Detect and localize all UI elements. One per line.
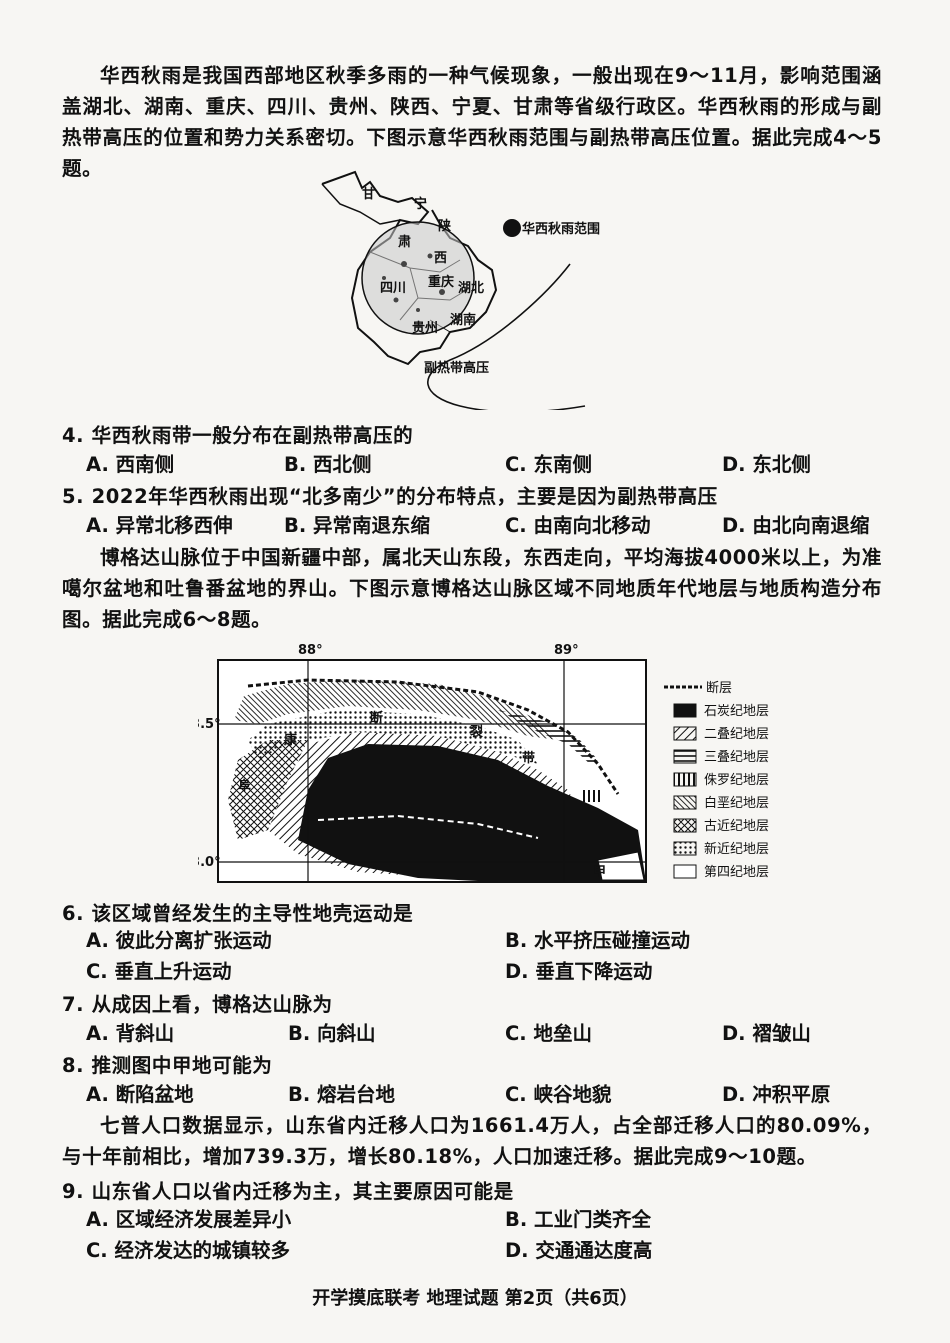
q7-option-d: D. 褶皱山 (722, 1022, 811, 1045)
legend-paleogene: 古近纪地层 (704, 819, 769, 834)
rain-range-circle (361, 221, 475, 335)
geology-legend: 断层 石炭纪地层 二叠纪地层 三叠纪地层 侏罗纪地层 白垩纪地层 古近纪地层 新… (664, 681, 769, 880)
q5-option-d: D. 由北向南退缩 (722, 514, 870, 537)
q5-option-c: C. 由南向北移动 (505, 514, 651, 537)
q4-option-b: B. 西北侧 (284, 453, 372, 476)
subtropical-high-line (427, 263, 586, 410)
lon-89-label: 89° (554, 643, 579, 658)
rain-range-legend-label: 华西秋雨范围 (522, 221, 600, 237)
quaternary-patch (597, 851, 645, 881)
q5-option-a: A. 异常北移西伸 (86, 514, 233, 537)
q9-option-b: B. 工业门类齐全 (505, 1208, 652, 1231)
neogene-band (228, 740, 308, 840)
region-outline (321, 170, 498, 366)
q5-option-b: B. 异常南退东缩 (284, 514, 431, 537)
label-shaan: 陕 (438, 218, 452, 234)
label-chongqing: 重庆 (428, 274, 454, 290)
legend-carboniferous: 石炭纪地层 (704, 704, 769, 719)
q8-option-c: C. 峡谷地貌 (505, 1083, 612, 1106)
label-su: 肃 (398, 234, 411, 250)
q9-option-a: A. 区域经济发展差异小 (86, 1208, 292, 1231)
rain-range-legend-swatch (503, 219, 521, 237)
lat-43-0-label: 43.0° (198, 855, 221, 870)
passage-bogda-mountains: 博格达山脉位于中国新疆中部，属北天山东段，东西走向，平均海拔4000米以上，为准… (62, 546, 882, 631)
q7-option-a: A. 背斜山 (86, 1022, 175, 1045)
lat-43-5-label: 43.5° (198, 717, 221, 732)
fault-mark-dai: 带 (522, 750, 535, 766)
q7-option-c: C. 地垒山 (505, 1022, 593, 1045)
legend-fault: 断层 (706, 681, 732, 696)
q8-option-d: D. 冲积平原 (722, 1083, 831, 1106)
jia-label: 甲 (593, 865, 606, 880)
side-mark-kang: 康 (284, 732, 298, 748)
huaxi-rain-map: 甘 宁 陕 肃 西 四川 重庆 湖北 贵州 湖南 副热带高压 华西秋雨范围 (321, 170, 600, 410)
label-gan: 甘 (362, 186, 375, 202)
label-hunan: 湖南 (450, 312, 476, 328)
label-sichuan: 四川 (380, 281, 406, 296)
question-6-stem: 6. 该区域曾经发生的主导性地壳运动是 (62, 902, 414, 925)
carboniferous-core (298, 744, 646, 882)
q6-option-c: C. 垂直上升运动 (86, 960, 232, 983)
q9-option-d: D. 交通通达度高 (505, 1239, 653, 1262)
label-xi: 西 (434, 251, 447, 266)
lon-88-label: 88° (298, 643, 323, 658)
question-7-stem: 7. 从成因上看，博格达山脉为 (62, 993, 333, 1016)
legend-triassic: 三叠纪地层 (704, 750, 769, 765)
question-5-stem: 5. 2022年华西秋雨出现“北多南少”的分布特点，主要是因为副热带高压 (62, 485, 718, 508)
legend-permian: 二叠纪地层 (704, 727, 769, 742)
label-guizhou: 贵州 (412, 320, 438, 336)
fault-mark-duan: 断 (370, 710, 383, 726)
q8-option-b: B. 熔岩台地 (288, 1083, 396, 1106)
question-9-stem: 9. 山东省人口以省内迁移为主，其主要原因可能是 (62, 1180, 514, 1203)
cretaceous-band (234, 680, 558, 740)
q4-option-a: A. 西南侧 (86, 453, 175, 476)
passage-shandong-migration: 七普人口数据显示，山东省内迁移人口为1661.4万人，占全部迁移人口的80.09… (62, 1114, 882, 1168)
legend-cretaceous: 白垩纪地层 (704, 795, 769, 811)
passage-huaxi-autumn-rain: 华西秋雨是我国西部地区秋季多雨的一种气候现象，一般出现在9～11月，影响范围涵盖… (62, 64, 882, 180)
jurassic-patch (582, 790, 602, 802)
fault-line-2 (317, 814, 539, 839)
gansu-outline (321, 183, 401, 225)
label-ning: 宁 (414, 196, 427, 212)
fault-line (247, 678, 620, 795)
q8-option-a: A. 断陷盆地 (86, 1083, 194, 1106)
question-4-stem: 4. 华西秋雨带一般分布在副热带高压的 (62, 424, 414, 447)
question-8-stem: 8. 推测图中甲地可能为 (62, 1054, 273, 1077)
legend-quaternary: 第四纪地层 (704, 865, 769, 880)
side-mark-fu: 阜 (238, 778, 251, 794)
q4-option-d: D. 东北侧 (722, 453, 811, 476)
legend-neogene: 新近纪地层 (704, 841, 769, 857)
legend-jurassic: 侏罗纪地层 (704, 773, 769, 788)
q7-option-b: B. 向斜山 (288, 1022, 376, 1045)
page-footer: 开学摸底联考 地理试题 第2页（共6页） (312, 1288, 638, 1309)
q6-option-a: A. 彼此分离扩张运动 (86, 929, 272, 952)
q6-option-b: B. 水平挤压碰撞运动 (505, 929, 691, 952)
fault-mark-lie: 裂 (469, 724, 484, 740)
label-hubei: 湖北 (458, 281, 484, 296)
q4-option-c: C. 东南侧 (505, 453, 593, 476)
bogda-geology-map: 88° 89° 43.5° 43.0° 断 裂 带 阜 康 甲 断层 石炭纪地层… (198, 643, 769, 883)
q9-option-c: C. 经济发达的城镇较多 (86, 1239, 291, 1262)
q6-option-d: D. 垂直下降运动 (505, 960, 653, 983)
subtropical-high-label: 副热带高压 (424, 360, 489, 376)
